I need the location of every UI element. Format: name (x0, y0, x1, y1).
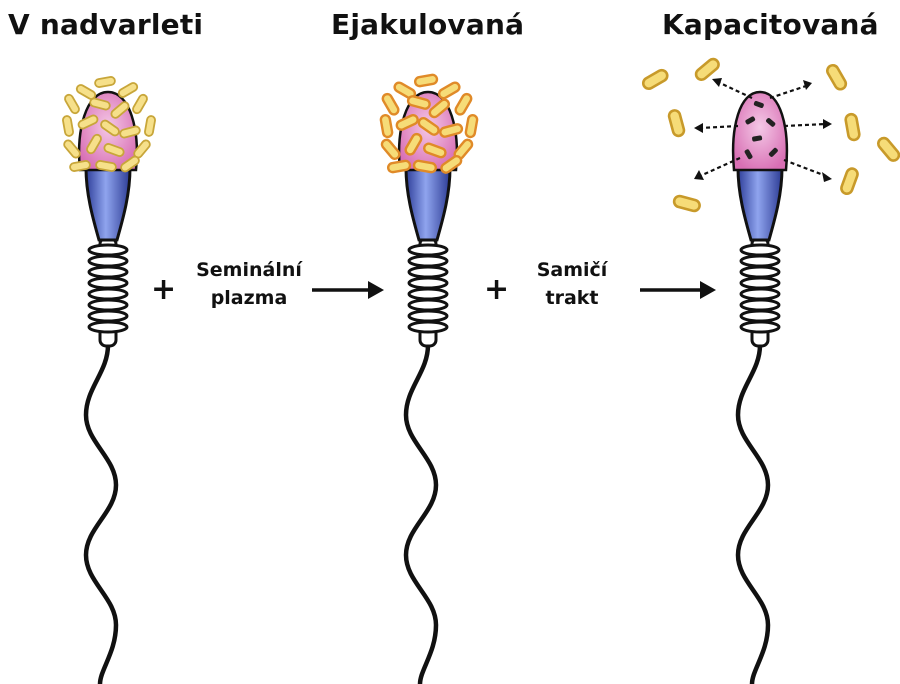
midpiece (738, 168, 782, 240)
transition-label-line: Samičí (522, 256, 622, 284)
tail-rings (741, 245, 779, 332)
stage-title-epididymis: V nadvarleti (8, 8, 203, 41)
transition-label-seminal-plasma: Seminální plazma (183, 256, 315, 312)
tail (86, 345, 116, 684)
tail (738, 345, 768, 684)
midpiece (86, 168, 130, 240)
midpiece (406, 168, 450, 240)
sperm-capacitated (641, 57, 900, 684)
transition-label-line: plazma (183, 284, 315, 312)
tail-rings (409, 245, 447, 332)
sperm-ejaculated (380, 74, 478, 684)
sperm-epididymal (62, 76, 155, 684)
plus-sign-1: + (151, 275, 176, 305)
arrow-1 (312, 281, 384, 299)
stage-title-ejaculated: Ejakulovaná (331, 8, 524, 41)
transition-label-female-tract: Samičí trakt (522, 256, 622, 312)
stage-title-capacitated: Kapacitovaná (662, 8, 879, 41)
transition-label-line: trakt (522, 284, 622, 312)
tail (406, 345, 436, 684)
arrow-2 (640, 281, 716, 299)
tail-rings (89, 245, 127, 332)
transition-label-line: Seminální (183, 256, 315, 284)
plus-sign-2: + (484, 275, 509, 305)
